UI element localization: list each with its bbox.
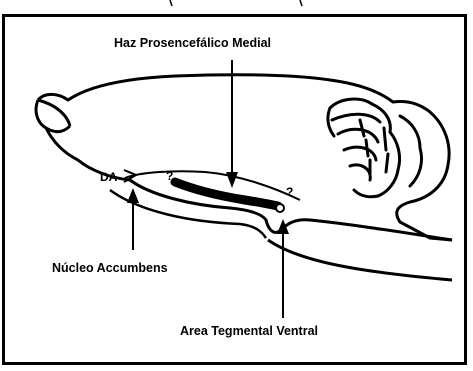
label-dopamine: DA [100,170,118,184]
top-edge-marks [170,0,302,6]
olfactory-bulb [36,100,78,160]
vta-marker [276,204,284,212]
arrow-nucleus-accumbens [127,188,139,250]
label-ventral-tegmental-area: Area Tegmental Ventral [180,324,318,338]
arrow-medial-forebrain-bundle [226,60,238,188]
cerebellum [328,99,422,197]
label-question-left: ? [166,169,173,183]
label-medial-forebrain-bundle: Haz Prosencefálico Medial [114,36,271,50]
label-nucleus-accumbens: Núcleo Accumbens [52,261,168,275]
brain-outline [38,75,452,240]
label-question-right: ? [286,185,293,199]
brainstem-outline [268,240,452,280]
arrow-ventral-tegmental-area [277,219,289,318]
